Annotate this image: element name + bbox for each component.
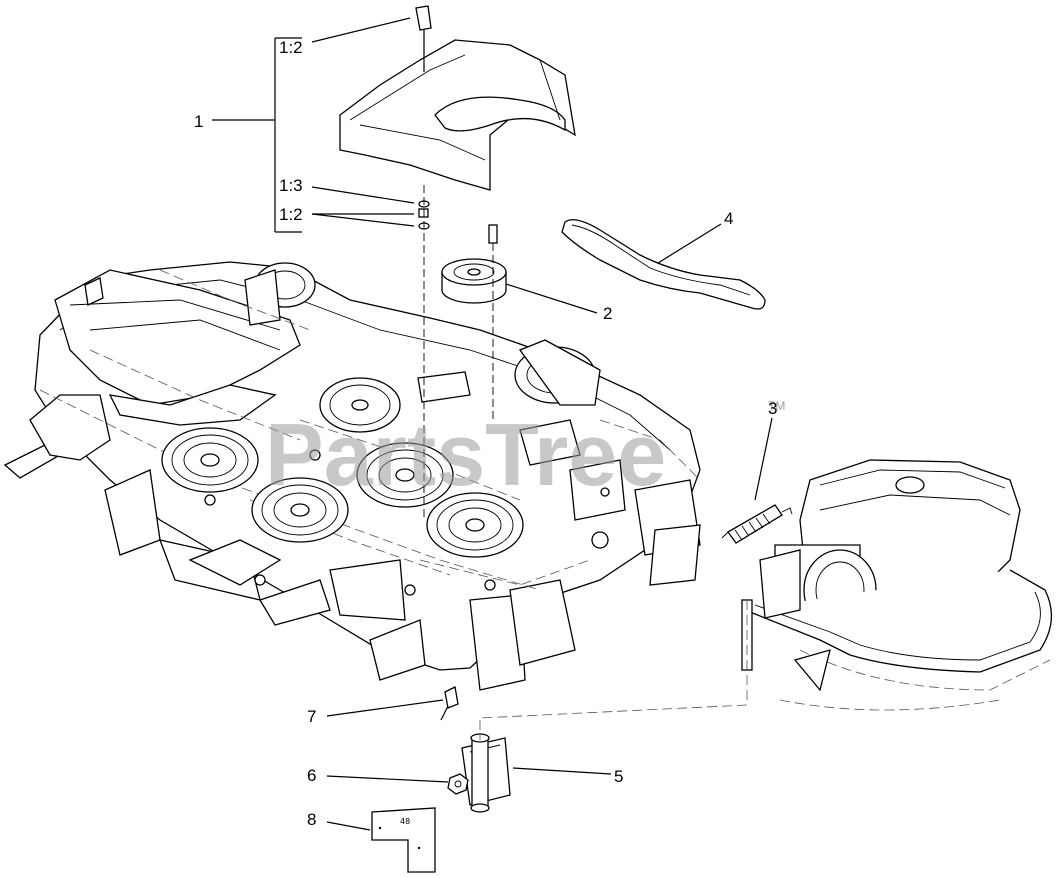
decal-text: 48	[400, 817, 410, 826]
belt-cover	[339, 39, 576, 191]
callout-8: 8	[307, 810, 316, 829]
callout-1: 1	[194, 112, 203, 131]
callout-bracket-1	[212, 37, 302, 233]
deck-decal: 48	[371, 807, 436, 873]
watermark: PartsTree	[265, 405, 666, 504]
hex-nut	[447, 773, 469, 795]
spindle-pulley-right	[426, 492, 524, 558]
idler-pulley-center-right	[356, 442, 454, 508]
callout-1-2-bottom: 1:2	[279, 205, 303, 224]
idler-pulley	[441, 224, 507, 420]
cover-knob	[415, 5, 432, 72]
spindle-pulley-center	[319, 377, 401, 433]
gearbox-assembly	[741, 459, 1053, 711]
callout-4: 4	[724, 209, 733, 228]
pivot-bracket	[461, 720, 511, 813]
callout-5: 5	[614, 767, 623, 786]
watermark-trademark: TM	[768, 399, 785, 413]
cover-hardware	[418, 185, 430, 520]
leader-lines	[311, 17, 773, 831]
callout-1-2-top: 1:2	[279, 38, 303, 57]
callout-1-3: 1:3	[279, 176, 303, 195]
callout-2: 2	[603, 304, 612, 323]
callout-3: 3	[768, 399, 777, 418]
callout-7: 7	[307, 707, 316, 726]
drive-belt	[561, 219, 766, 310]
callout-6: 6	[307, 766, 316, 785]
extension-spring	[721, 504, 793, 544]
clevis-pin	[440, 686, 459, 721]
spindle-pulley-left-rear	[161, 427, 259, 493]
mower-deck	[3, 261, 701, 691]
spindle-pulley-left-front	[251, 477, 349, 543]
